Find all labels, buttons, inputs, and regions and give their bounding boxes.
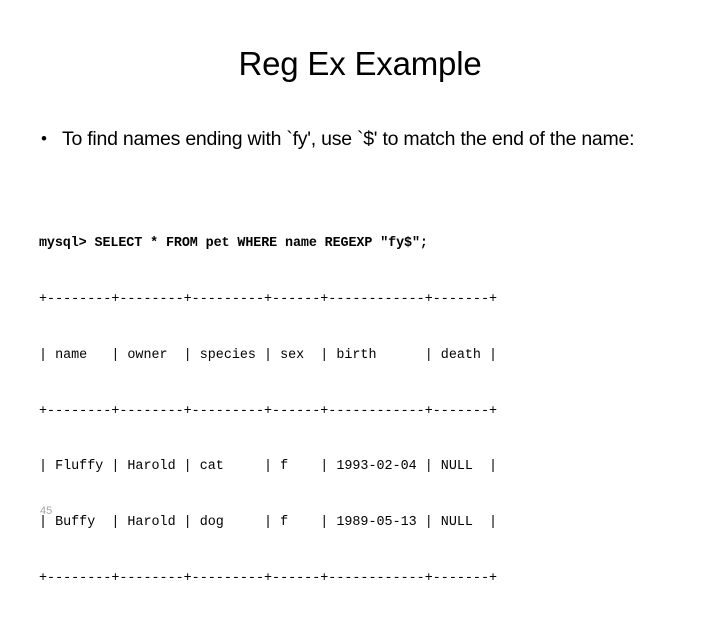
table-header-row: | name | owner | species | sex | birth |… [39,347,498,363]
bullet-marker-icon: • [41,129,47,148]
page-title: Reg Ex Example [238,45,482,82]
table-row: | Buffy | Harold | dog | f | 1989-05-13 … [39,515,498,531]
table-separator-bottom: +--------+--------+---------+------+----… [39,570,498,586]
page-number: 45 [40,505,53,517]
bullet-list: • To find names ending with `fy', use `$… [36,126,690,152]
table-separator-top: +--------+--------+---------+------+----… [39,291,498,307]
slide: Reg Ex Example • To find names ending wi… [36,45,690,586]
table-row: | Fluffy | Harold | cat | f | 1993-02-04… [39,459,498,475]
bullet-text: To find names ending with `fy', use `$' … [62,128,635,150]
table-separator-header: +--------+--------+---------+------+----… [39,403,498,419]
list-item: • To find names ending with `fy', use `$… [36,126,690,152]
console-query-line: mysql> SELECT * FROM pet WHERE name REGE… [39,236,428,252]
console-output-block: mysql> SELECT * FROM pet WHERE name REGE… [39,198,497,626]
